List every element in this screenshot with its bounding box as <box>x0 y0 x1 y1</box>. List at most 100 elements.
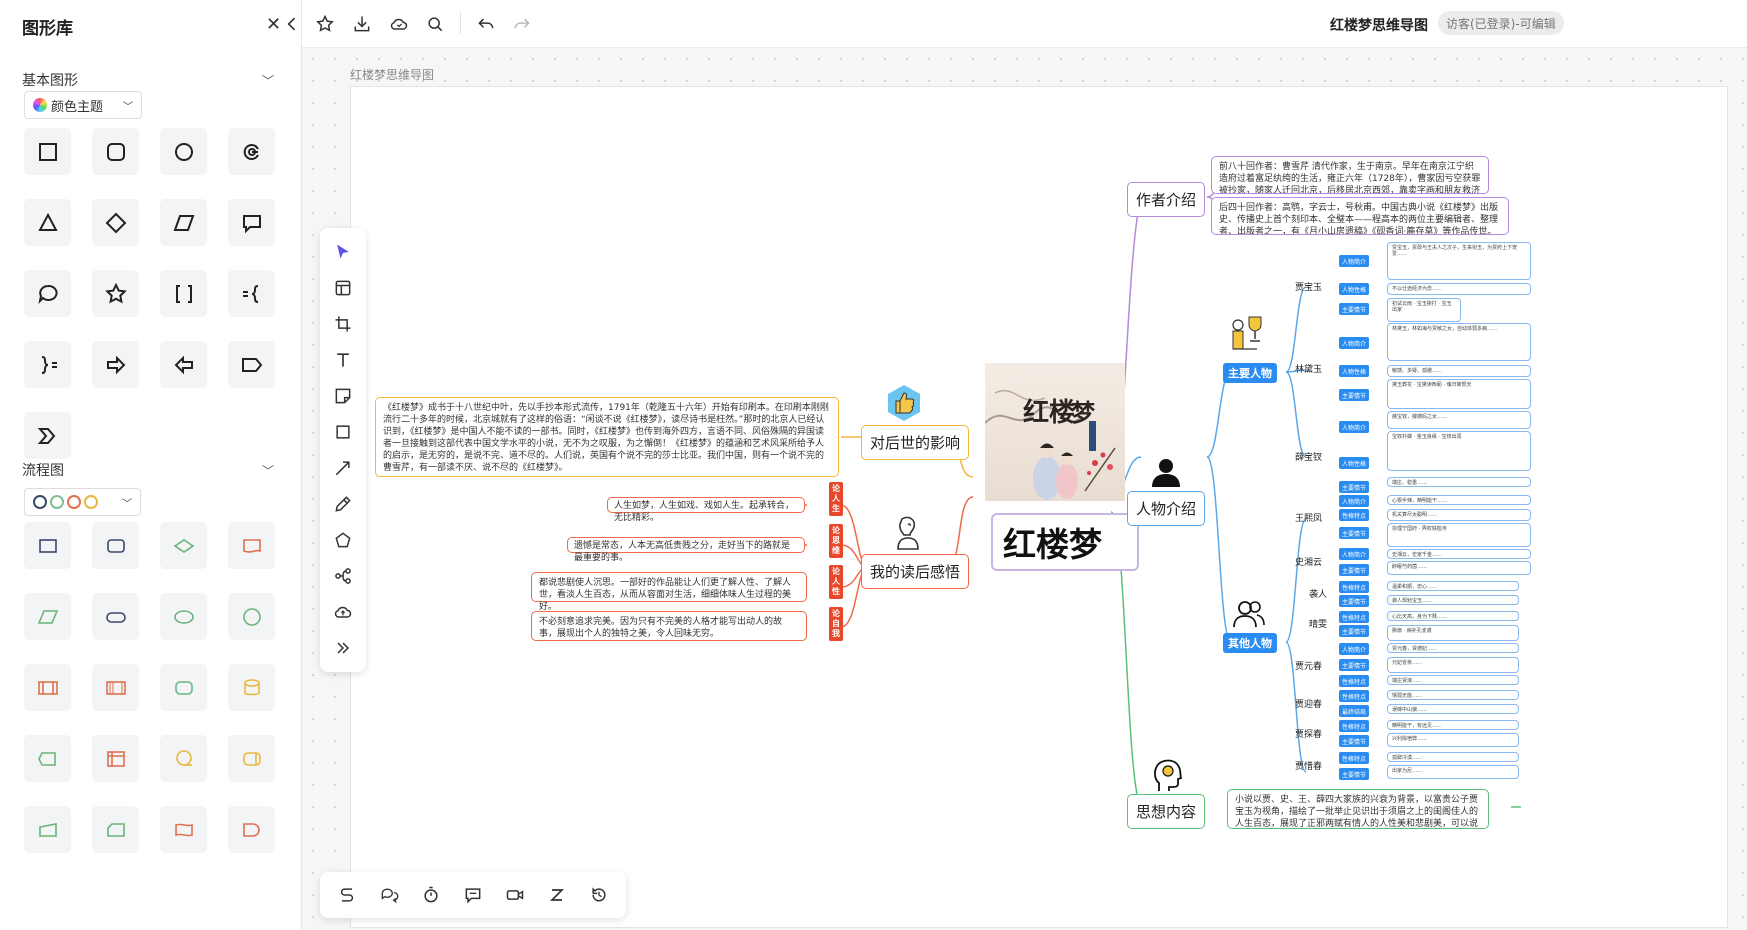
character-name[interactable]: 王熙凤 <box>1295 514 1323 524</box>
search-button[interactable] <box>423 12 447 36</box>
character-detail-box[interactable]: 心比天高，身为下贱…… <box>1387 611 1519 621</box>
round-bubble-shape[interactable] <box>24 270 71 317</box>
author-node[interactable]: 作者介绍 <box>1127 182 1206 217</box>
diamond-shape[interactable] <box>92 199 139 246</box>
characters-node[interactable]: 人物介绍 <box>1127 491 1206 526</box>
table-tool-button[interactable] <box>320 270 366 306</box>
sleep-mode-button[interactable] <box>536 872 578 918</box>
mindmap-root-node[interactable]: 红楼梦 <box>991 513 1139 571</box>
character-detail-box[interactable]: 敏感、多疑、孤傲…… <box>1387 365 1531 377</box>
character-detail-box[interactable]: 撕扇 · 病补孔雀裘 <box>1387 625 1519 641</box>
ellipse-shape[interactable] <box>160 593 207 640</box>
character-detail-box[interactable]: 出家为尼…… <box>1387 765 1519 779</box>
manual-input-shape[interactable] <box>24 806 71 853</box>
character-detail-box[interactable]: 兴利除宿弊…… <box>1387 733 1519 747</box>
rectangle-tool-button[interactable] <box>320 414 366 450</box>
line-tool-button[interactable] <box>320 450 366 486</box>
character-detail-box[interactable]: 史湘云，史家千金…… <box>1387 549 1531 559</box>
arrow-left-shape[interactable] <box>160 341 207 388</box>
tag-shape[interactable] <box>228 341 275 388</box>
character-detail-box[interactable]: 精明能干，有远见…… <box>1387 720 1519 730</box>
undo-button[interactable] <box>474 12 498 36</box>
document-title[interactable]: 红楼梦思维导图 <box>1330 18 1428 34</box>
process-shape[interactable] <box>24 522 71 569</box>
alt-process-shape[interactable] <box>92 522 139 569</box>
character-detail-box[interactable]: 协理宁国府 · 弄权铁槛寺 <box>1387 523 1531 547</box>
video-button[interactable] <box>494 872 536 918</box>
delay-shape[interactable] <box>228 806 275 853</box>
sticky-note-tool-button[interactable] <box>320 378 366 414</box>
character-detail-box[interactable]: 误嫁中山狼…… <box>1387 704 1519 714</box>
reflection-self-text[interactable]: 不必刻意追求完美。因为只有不完美的人格才能写出动人的故事，展现出个人的独特之美，… <box>531 611 807 641</box>
terminator-shape[interactable] <box>92 593 139 640</box>
canvas-area[interactable]: 红楼梦思维导图 <box>302 48 1747 930</box>
character-detail-box[interactable]: 黛玉葬花 · 宝黛读西厢 · 魂归离恨天 <box>1387 379 1531 409</box>
character-detail-box[interactable]: 宝钗扑蝶 · 金玉良缘 · 宝钗出闺 <box>1387 431 1531 471</box>
star-shape[interactable] <box>92 270 139 317</box>
internal-storage-shape[interactable] <box>92 735 139 782</box>
character-name[interactable]: 贾元春 <box>1295 662 1323 672</box>
parallelogram-shape[interactable] <box>160 199 207 246</box>
character-name[interactable]: 袭人 <box>1309 590 1328 600</box>
influence-node[interactable]: 对后世的影响 <box>861 425 970 460</box>
spiral-shape[interactable] <box>228 128 275 175</box>
data-shape[interactable] <box>24 593 71 640</box>
character-name[interactable]: 贾探春 <box>1295 730 1323 740</box>
text-tool-button[interactable] <box>320 342 366 378</box>
character-name[interactable]: 贾宝玉 <box>1295 283 1323 293</box>
character-detail-box[interactable]: 贾宝玉，贾政与王夫人之次子，生来衔玉，为贾府上下宠爱…… <box>1387 242 1531 280</box>
character-detail-box[interactable]: 贾元春，贤德妃…… <box>1387 643 1519 653</box>
decision-shape[interactable] <box>160 522 207 569</box>
stored-data-shape[interactable] <box>228 735 275 782</box>
cloud-save-button[interactable] <box>387 12 411 36</box>
other-characters-node[interactable]: 其他人物 <box>1223 633 1277 653</box>
frame-tool-button[interactable] <box>320 306 366 342</box>
character-detail-box[interactable]: 元妃省亲…… <box>1387 657 1519 673</box>
preparation-shape[interactable] <box>160 735 207 782</box>
double-process-shape[interactable] <box>92 664 139 711</box>
character-detail-box[interactable]: 不以仕途经济为念…… <box>1387 283 1531 295</box>
tape-shape[interactable] <box>160 806 207 853</box>
theme-node[interactable]: 思想内容 <box>1127 794 1206 829</box>
theme-text-box[interactable]: 小说以贾、史、王、薛四大家族的兴衰为背景，以富贵公子贾宝玉为视角，描绘了一批举止… <box>1227 789 1489 829</box>
character-name[interactable]: 贾迎春 <box>1295 700 1323 710</box>
rounded-square-shape[interactable] <box>92 128 139 175</box>
chevron-down-icon[interactable]: ﹀ <box>262 464 275 478</box>
author-cao-xueqin-text[interactable]: 前八十回作者：曹雪芹 清代作家，生于南京。早年在南京江宁织造府过着富足纨绔的生活… <box>1211 156 1489 194</box>
comments-button[interactable] <box>368 872 410 918</box>
predefined-process-shape[interactable] <box>24 664 71 711</box>
upload-tool-button[interactable] <box>320 594 366 630</box>
database-shape[interactable] <box>228 664 275 711</box>
connector-shape[interactable] <box>228 593 275 640</box>
circle-shape[interactable] <box>160 128 207 175</box>
character-detail-box[interactable]: 孤僻冷漠…… <box>1387 752 1519 762</box>
pen-tool-button[interactable] <box>320 486 366 522</box>
character-name[interactable]: 贾惜春 <box>1295 762 1323 772</box>
flowchart-color-select[interactable]: ﹀ <box>24 488 141 516</box>
select-tool-button[interactable] <box>320 234 366 270</box>
character-detail-box[interactable]: 薛宝钗，薛姨妈之女…… <box>1387 411 1531 429</box>
chevron-down-icon[interactable]: ﹀ <box>262 74 275 88</box>
more-tools-button[interactable] <box>320 630 366 666</box>
chevron-shape[interactable] <box>24 412 71 459</box>
character-name[interactable]: 薛宝钗 <box>1295 453 1323 463</box>
redo-button[interactable] <box>510 12 534 36</box>
character-detail-box[interactable]: 温柔和顺，忠心…… <box>1387 581 1519 591</box>
comment-button[interactable] <box>452 872 494 918</box>
back-button[interactable] <box>280 12 304 36</box>
display-shape[interactable] <box>24 735 71 782</box>
color-theme-select[interactable]: 颜色主题 ﹀ <box>24 91 142 119</box>
character-detail-box[interactable]: 懦弱无能…… <box>1387 690 1519 700</box>
close-icon[interactable]: ✕ <box>266 14 282 35</box>
reflection-thinking-text[interactable]: 遗憾是常态，人本无高低贵贱之分，走好当下的路就是最重要的事。 <box>567 537 805 563</box>
speech-bubble-shape[interactable] <box>228 199 275 246</box>
character-detail-box[interactable]: 端庄贤淑…… <box>1387 675 1519 685</box>
influence-text-box[interactable]: 《红楼梦》成书于十八世纪中叶，先以手抄本形式流传，1791年（乾隆五十六年）开始… <box>375 397 839 477</box>
character-detail-box[interactable]: 醉眠芍药茵…… <box>1387 561 1531 575</box>
right-brace-shape[interactable] <box>24 341 71 388</box>
connector-style-button[interactable] <box>326 872 368 918</box>
mindmap-tool-button[interactable] <box>320 558 366 594</box>
character-detail-box[interactable]: 机关算尽太聪明…… <box>1387 509 1531 521</box>
character-detail-box[interactable]: 端庄、稳重…… <box>1387 477 1531 487</box>
author-gao-e-text[interactable]: 后四十回作者：高鹗，字云士，号秋甫。中国古典小说《红楼梦》出版史、传播史上首个刻… <box>1211 197 1509 235</box>
